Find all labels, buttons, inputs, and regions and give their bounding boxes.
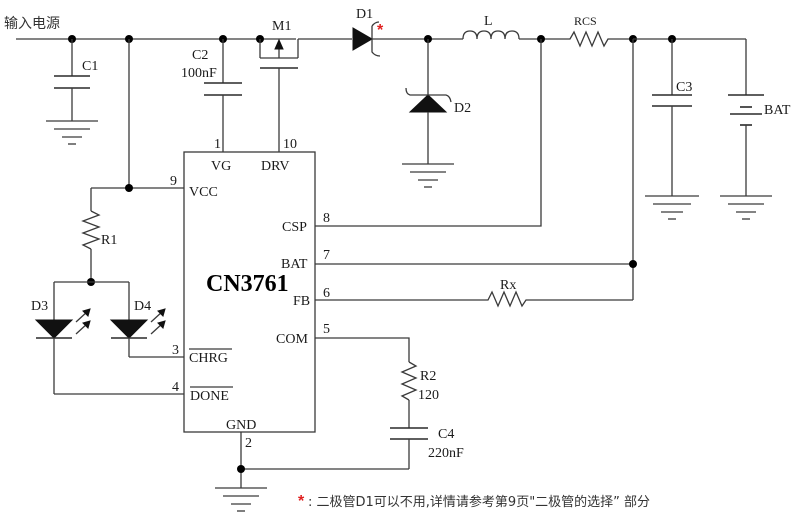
- d4-label: D4: [134, 299, 151, 314]
- capacitor-c3: C3: [645, 39, 699, 220]
- pin-fb-name: FB: [293, 294, 310, 309]
- pin-vg-name: VG: [211, 159, 231, 174]
- rcs-label: RCS: [574, 14, 597, 28]
- c1-label: C1: [82, 59, 98, 74]
- pin-com-name: COM: [276, 332, 308, 347]
- battery-bat: BAT: [720, 39, 791, 220]
- csp-wire: [315, 39, 542, 227]
- pin-4-number: 4: [172, 380, 179, 395]
- ic-name: CN3761: [206, 271, 289, 297]
- ground-icon: [215, 487, 267, 512]
- m1-label: M1: [272, 19, 291, 34]
- c4-label: C4: [438, 427, 454, 442]
- bat-label: BAT: [764, 103, 791, 118]
- pin-done-name: DONE: [190, 389, 229, 404]
- ground-icon: [46, 120, 98, 145]
- d3-label: D3: [31, 299, 48, 314]
- r1-label: R1: [101, 233, 117, 248]
- diode-d1: D1 *: [352, 7, 384, 57]
- junction-gnd: [237, 465, 245, 473]
- ground-icon: [402, 163, 454, 188]
- pin-vcc-name: VCC: [189, 185, 218, 200]
- d1-footnote-mark: *: [377, 22, 384, 39]
- pin-2-number: 2: [245, 436, 252, 451]
- pin-5-number: 5: [323, 322, 330, 337]
- c3-label: C3: [676, 80, 692, 95]
- pin-bat-name: BAT: [281, 257, 308, 272]
- ic-cn3761: CN3761 1 VG 10 DRV 9 VCC 8 CSP 7 BAT 6 F…: [170, 137, 330, 451]
- junction-bat-pin: [629, 260, 637, 268]
- rx-label: Rx: [500, 278, 516, 293]
- light-emission-icon: [150, 308, 166, 335]
- junction-r1: [125, 184, 133, 192]
- pin-3-number: 3: [172, 343, 179, 358]
- pin-gnd-name: GND: [226, 418, 256, 433]
- footnote-mark: *: [298, 493, 305, 510]
- diode-d2: D2: [402, 39, 471, 188]
- capacitor-c1: C1: [46, 39, 98, 145]
- resistor-rcs: RCS: [566, 14, 633, 48]
- pin-drv-name: DRV: [261, 159, 289, 174]
- pin-chrg-name: CHRG: [189, 351, 228, 366]
- pin-csp-name: CSP: [282, 220, 307, 235]
- com-wire: [315, 337, 410, 362]
- pin-8-number: 8: [323, 211, 330, 226]
- ground-icon: [720, 195, 772, 220]
- r2-value: 120: [418, 388, 439, 403]
- d1-label: D1: [356, 7, 373, 22]
- led-d4: D4: [109, 282, 166, 357]
- ground-icon: [645, 195, 699, 220]
- led-d3: D3: [31, 282, 91, 394]
- l-label: L: [484, 14, 493, 29]
- d2-label: D2: [454, 101, 471, 116]
- resistor-r1: R1: [81, 188, 117, 282]
- inductor-l: L: [462, 14, 520, 40]
- pin-7-number: 7: [323, 248, 330, 263]
- c4-value: 220nF: [428, 446, 464, 461]
- resistor-rx: Rx: [315, 278, 633, 308]
- capacitor-c4: C4 220nF: [390, 427, 464, 469]
- pin-1-number: 1: [214, 137, 221, 152]
- r2-label: R2: [420, 369, 436, 384]
- mosfet-m1: M1: [259, 19, 352, 152]
- pin-10-number: 10: [283, 137, 297, 152]
- resistor-r2: R2 120: [400, 361, 439, 428]
- light-emission-icon: [75, 308, 91, 335]
- footnote-text: : 二极管D1可以不用,详情请参考第9页"二极管的选择” 部分: [308, 494, 650, 510]
- capacitor-c2: C2 100nF: [181, 39, 242, 152]
- c2-value: 100nF: [181, 66, 217, 81]
- c2-label: C2: [192, 48, 208, 63]
- input-power-label: 输入电源: [4, 16, 60, 32]
- pin-9-number: 9: [170, 174, 177, 189]
- pin-6-number: 6: [323, 286, 330, 301]
